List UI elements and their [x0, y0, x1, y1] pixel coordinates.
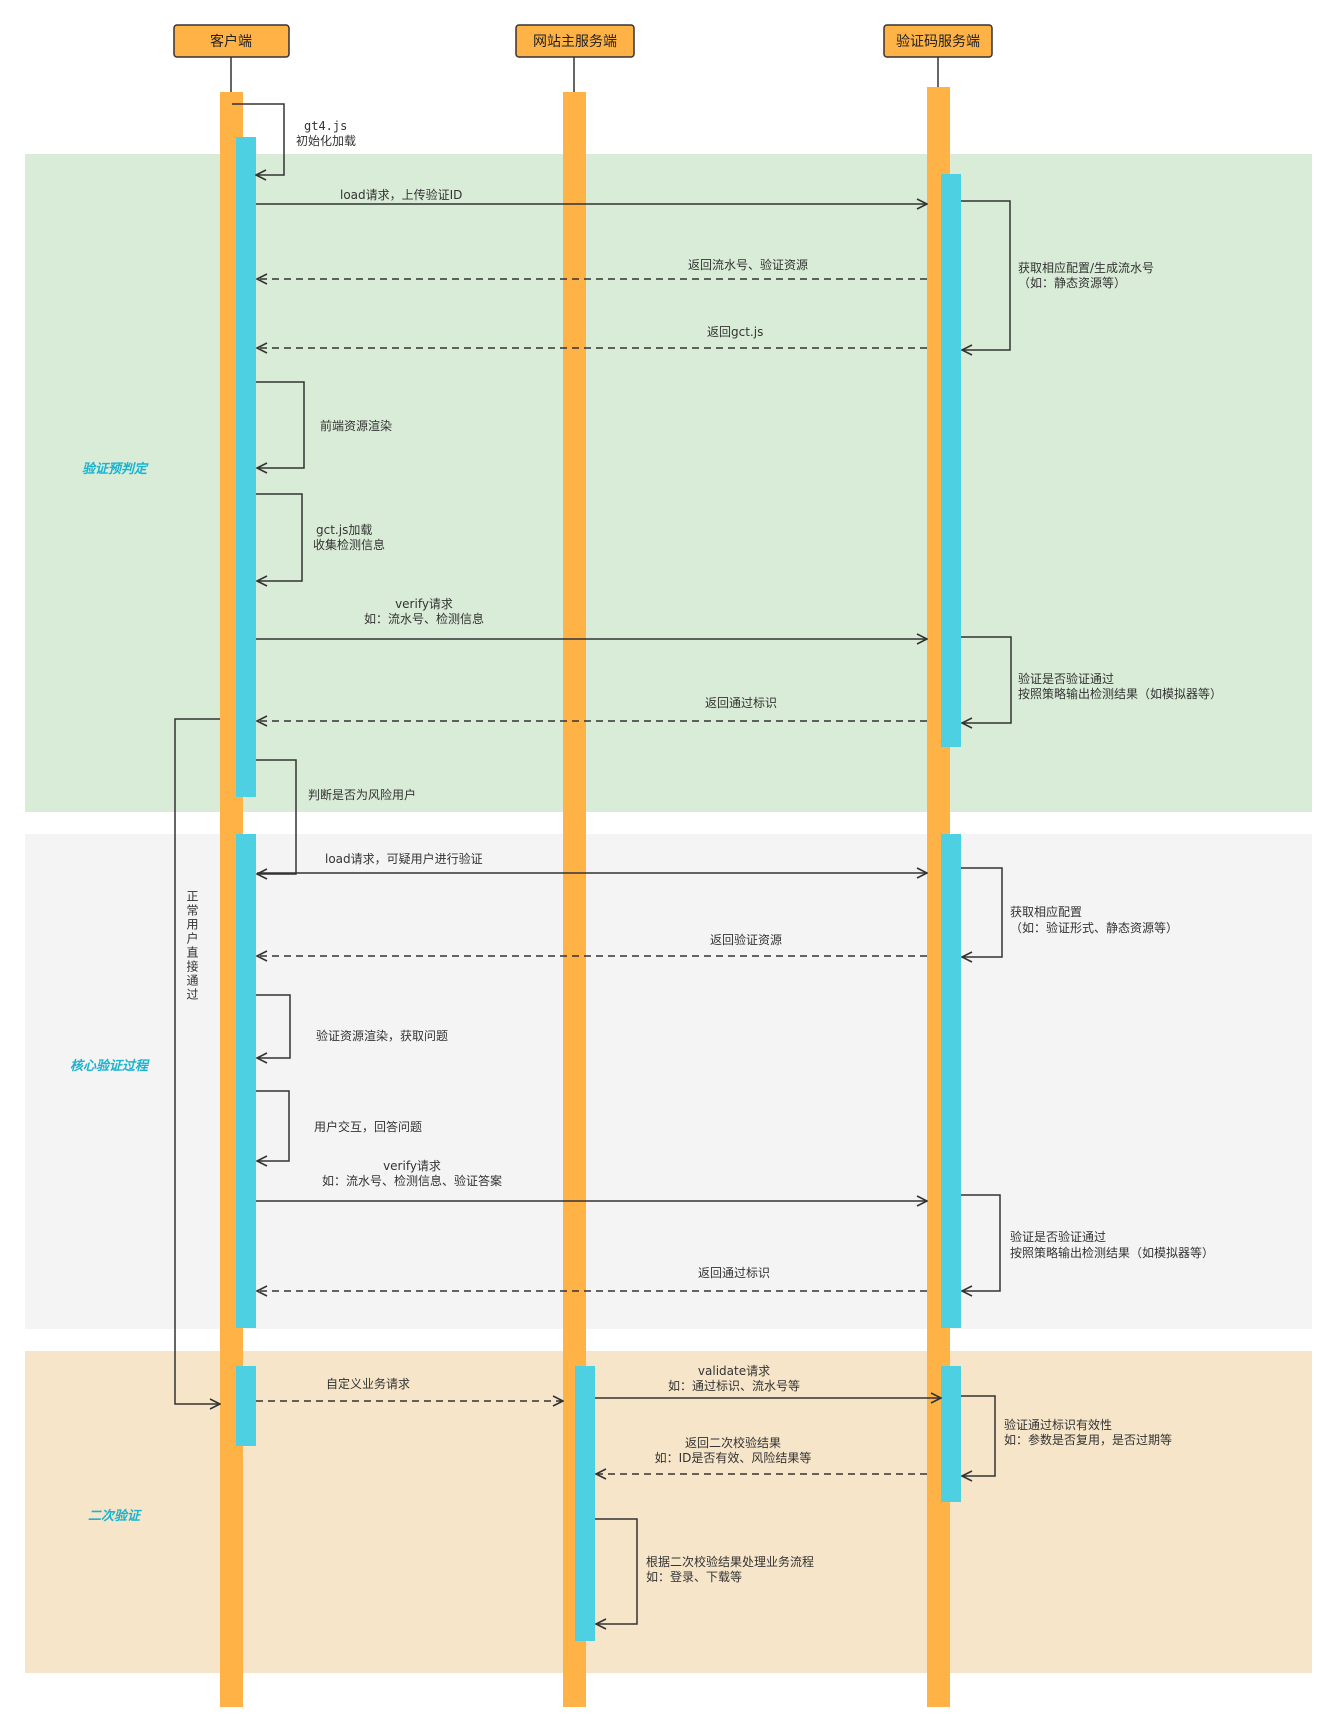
msg-ret-resource-label: 返回验证资源: [710, 932, 782, 947]
section-label-pre: 验证预判定: [82, 461, 149, 477]
msg-get-config2-label-1: 获取相应配置: [1010, 904, 1082, 919]
actor-captcha: 验证码服务端: [883, 24, 993, 58]
msg-front-render-label: 前端资源渲染: [320, 418, 392, 433]
msg-risk-judge-label: 判断是否为风险用户: [308, 787, 416, 802]
actor-client: 客户端: [173, 24, 290, 58]
msg-gct-load-label-2: 收集检测信息: [313, 537, 385, 552]
msg-check3-label-2: 如：参数是否复用，是否过期等: [1004, 1432, 1172, 1447]
msg-gct-load-arrow: [256, 493, 303, 581]
msg-check1-label-2: 按照策略输出检测结果（如模拟器等）: [1018, 686, 1222, 701]
section-label-second: 二次验证: [88, 1508, 143, 1524]
msg-normal-pass-label: 正常用户直接通过: [185, 890, 199, 1002]
msg-check3-arrow: [961, 1395, 996, 1476]
msg-verify1-label-2: 如：流水号、检测信息: [364, 611, 484, 626]
captcha-activation-3: [941, 1366, 961, 1502]
msg-get-config2-label-2: （如：验证形式、静态资源等）: [1010, 920, 1178, 935]
msg-check1-arrow: [961, 636, 1012, 723]
client-activation-2: [236, 834, 256, 1328]
svg-text:验证码服务端: 验证码服务端: [896, 34, 980, 50]
msg-render-question-label: 验证资源渲染，获取问题: [316, 1028, 448, 1043]
msg-answer-arrow: [256, 1090, 290, 1161]
captcha-activation-2: [941, 834, 961, 1328]
msg-get-config2-arrow: [961, 867, 1003, 957]
msg-validate-label-2: 如：通过标识、流水号等: [668, 1378, 800, 1393]
msg-ret-second-label-2: 如：ID是否有效、风险结果等: [655, 1450, 812, 1465]
msg-process-label-1: 根据二次校验结果处理业务流程: [646, 1554, 814, 1569]
msg-verify1-label-1: verify请求: [395, 597, 453, 611]
msg-ret-pass1-label: 返回通过标识: [705, 696, 777, 710]
msg-ret-pass2-label: 返回通过标识: [698, 1266, 770, 1280]
msg-check2-label-1: 验证是否验证通过: [1010, 1229, 1106, 1244]
website-activation-1: [575, 1366, 595, 1641]
msg-verify2-label-2: 如：流水号、检测信息、验证答案: [322, 1173, 502, 1188]
msg-ret-serial-label: 返回流水号、验证资源: [688, 257, 808, 272]
msg-process-arrow: [595, 1518, 638, 1624]
actor-website: 网站主服务端: [515, 24, 635, 58]
captcha-activation-1: [941, 174, 961, 747]
msg-check3-label-1: 验证通过标识有效性: [1004, 1417, 1112, 1432]
msg-load1-label: load请求，上传验证ID: [340, 187, 462, 202]
msg-validate-label-1: validate请求: [698, 1364, 770, 1378]
msg-ret-gct-label: 返回gct.js: [707, 325, 763, 339]
svg-text:网站主服务端: 网站主服务端: [533, 34, 617, 50]
msg-render-question-arrow: [256, 994, 291, 1058]
client-activation-3: [236, 1366, 256, 1446]
msg-check2-arrow: [961, 1194, 1001, 1291]
msg-get-config-arrow: [961, 200, 1011, 350]
msg-check2-label-2: 按照策略输出检测结果（如模拟器等）: [1010, 1245, 1214, 1260]
msg-custom-req-label: 自定义业务请求: [326, 1376, 410, 1391]
msg-process-label-2: 如：登录、下载等: [646, 1569, 742, 1584]
msg-check1-label-1: 验证是否验证通过: [1018, 671, 1114, 686]
msg-normal-pass-arrow: [174, 718, 220, 1404]
msg-get-config-label-1: 获取相应配置/生成流水号: [1018, 260, 1154, 275]
msg-get-config-label-2: （如：静态资源等）: [1018, 275, 1126, 290]
msg-ret-second-label-1: 返回二次校验结果: [685, 1435, 781, 1450]
msg-gt4-label-2: 初始化加载: [296, 134, 356, 148]
svg-text:客户端: 客户端: [210, 33, 252, 50]
section-second-bg: [25, 1351, 1312, 1673]
msg-verify2-label-1: verify请求: [383, 1159, 441, 1173]
section-label-core: 核心验证过程: [70, 1058, 150, 1074]
msg-load2-label: load请求，可疑用户进行验证: [325, 851, 483, 866]
msg-gct-load-label-1: gct.js加载: [316, 523, 372, 537]
msg-answer-label: 用户交互，回答问题: [314, 1119, 422, 1134]
msg-risk-judge-arrow: [256, 759, 297, 874]
msg-gt4-arrow: [232, 103, 285, 175]
website-lifeline: [563, 92, 586, 1707]
section-pre-bg: [25, 154, 1312, 812]
msg-front-render-arrow: [256, 381, 305, 468]
msg-gt4-label-1: gt4.js: [304, 119, 347, 133]
client-activation-1: [236, 137, 256, 797]
